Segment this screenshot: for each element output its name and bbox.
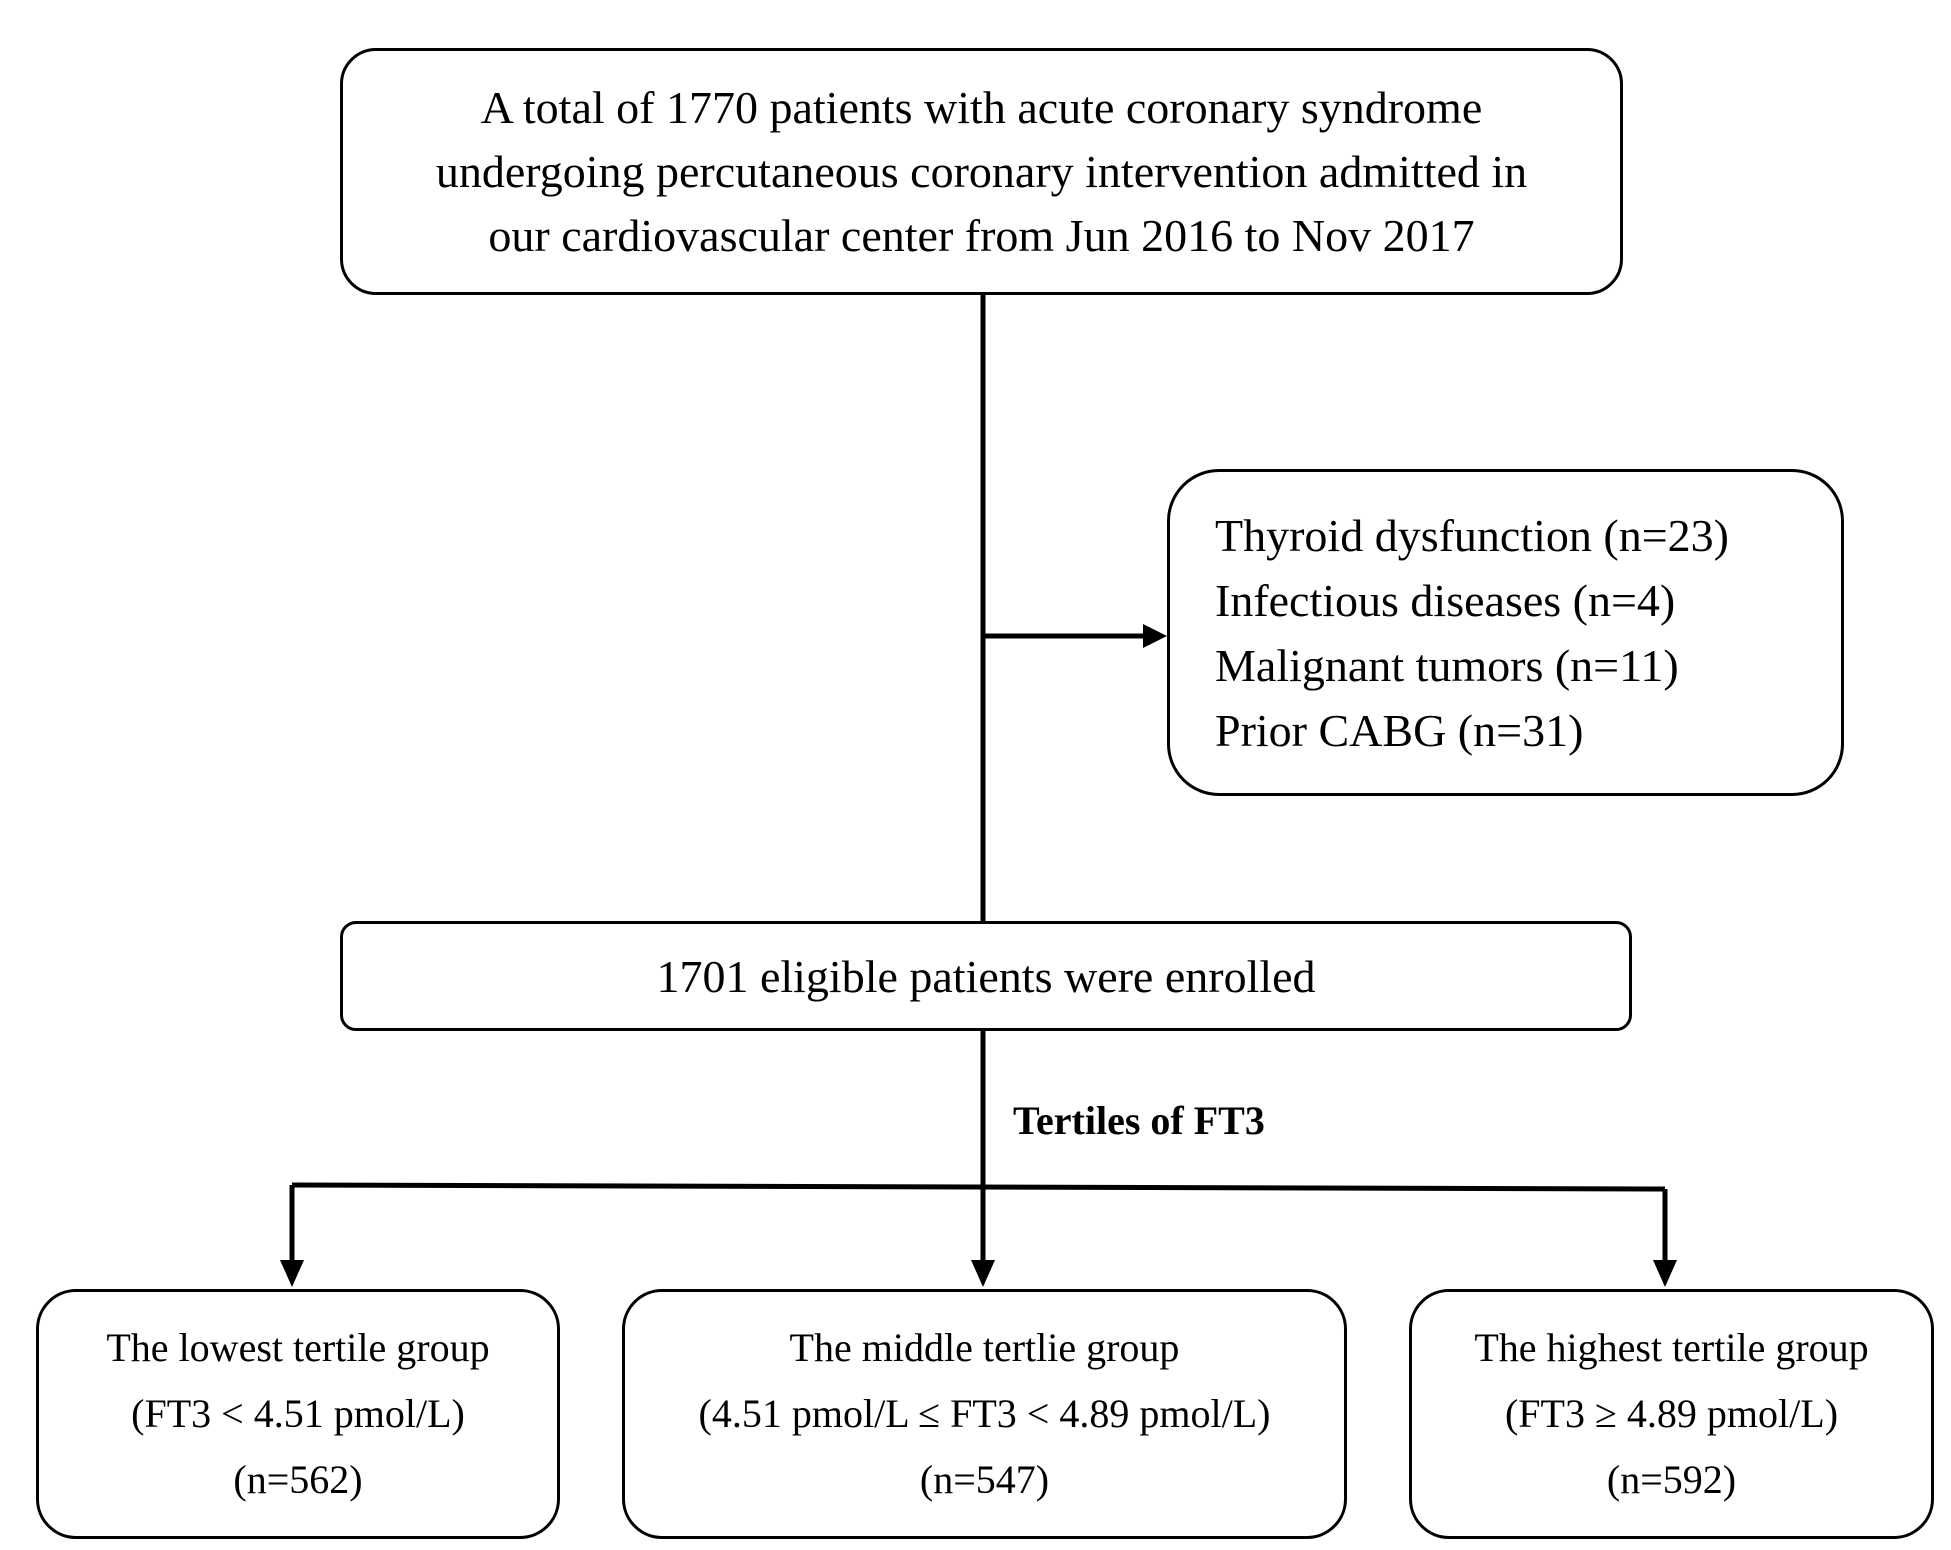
cohort-line-2: undergoing percutaneous coronary interve…: [435, 145, 1528, 197]
exclusion-item-cabg: Prior CABG (n=31): [1215, 704, 1584, 756]
group-criterion: (FT3 < 4.51 pmol/L): [131, 1391, 465, 1436]
exclusion-arrowhead: [1143, 624, 1167, 648]
cohort-line-3: our cardiovascular center from Jun 2016 …: [488, 209, 1475, 261]
enrolled-box: 1701 eligible patients were enrolled: [340, 921, 1632, 1031]
exclusion-item-malignant: Malignant tumors (n=11): [1215, 639, 1679, 691]
group-count: (n=592): [1606, 1457, 1737, 1502]
cohort-box: A total of 1770 patients with acute coro…: [340, 48, 1623, 295]
arrowhead-low: [280, 1260, 304, 1287]
exclusion-item-thyroid: Thyroid dysfunction (n=23): [1215, 509, 1729, 561]
split-label: Tertiles of FT3: [1013, 1098, 1265, 1143]
cohort-line-1: A total of 1770 patients with acute coro…: [480, 81, 1483, 133]
group-box-highest: The highest tertile group (FT3 ≥ 4.89 pm…: [1409, 1289, 1934, 1539]
exclusion-box: Thyroid dysfunction (n=23) Infectious di…: [1167, 469, 1844, 796]
group-criterion: (FT3 ≥ 4.89 pmol/L): [1504, 1391, 1839, 1436]
group-criterion: (4.51 pmol/L ≤ FT3 < 4.89 pmol/L): [698, 1391, 1271, 1436]
group-count: (n=562): [233, 1457, 363, 1502]
group-title: The highest tertile group: [1474, 1325, 1869, 1370]
group-count: (n=547): [919, 1457, 1050, 1502]
group-box-middle: The middle tertlie group (4.51 pmol/L ≤ …: [622, 1289, 1347, 1539]
split-line: [291, 1182, 1666, 1192]
enrolled-text: 1701 eligible patients were enrolled: [656, 950, 1316, 1002]
exclusion-item-infectious: Infectious diseases (n=4): [1215, 574, 1676, 626]
group-box-lowest: The lowest tertile group (FT3 < 4.51 pmo…: [36, 1289, 560, 1539]
arrowhead-high: [1653, 1260, 1677, 1287]
arrowhead-mid: [971, 1260, 995, 1287]
group-title: The lowest tertile group: [106, 1325, 490, 1370]
group-title: The middle tertlie group: [789, 1325, 1180, 1370]
